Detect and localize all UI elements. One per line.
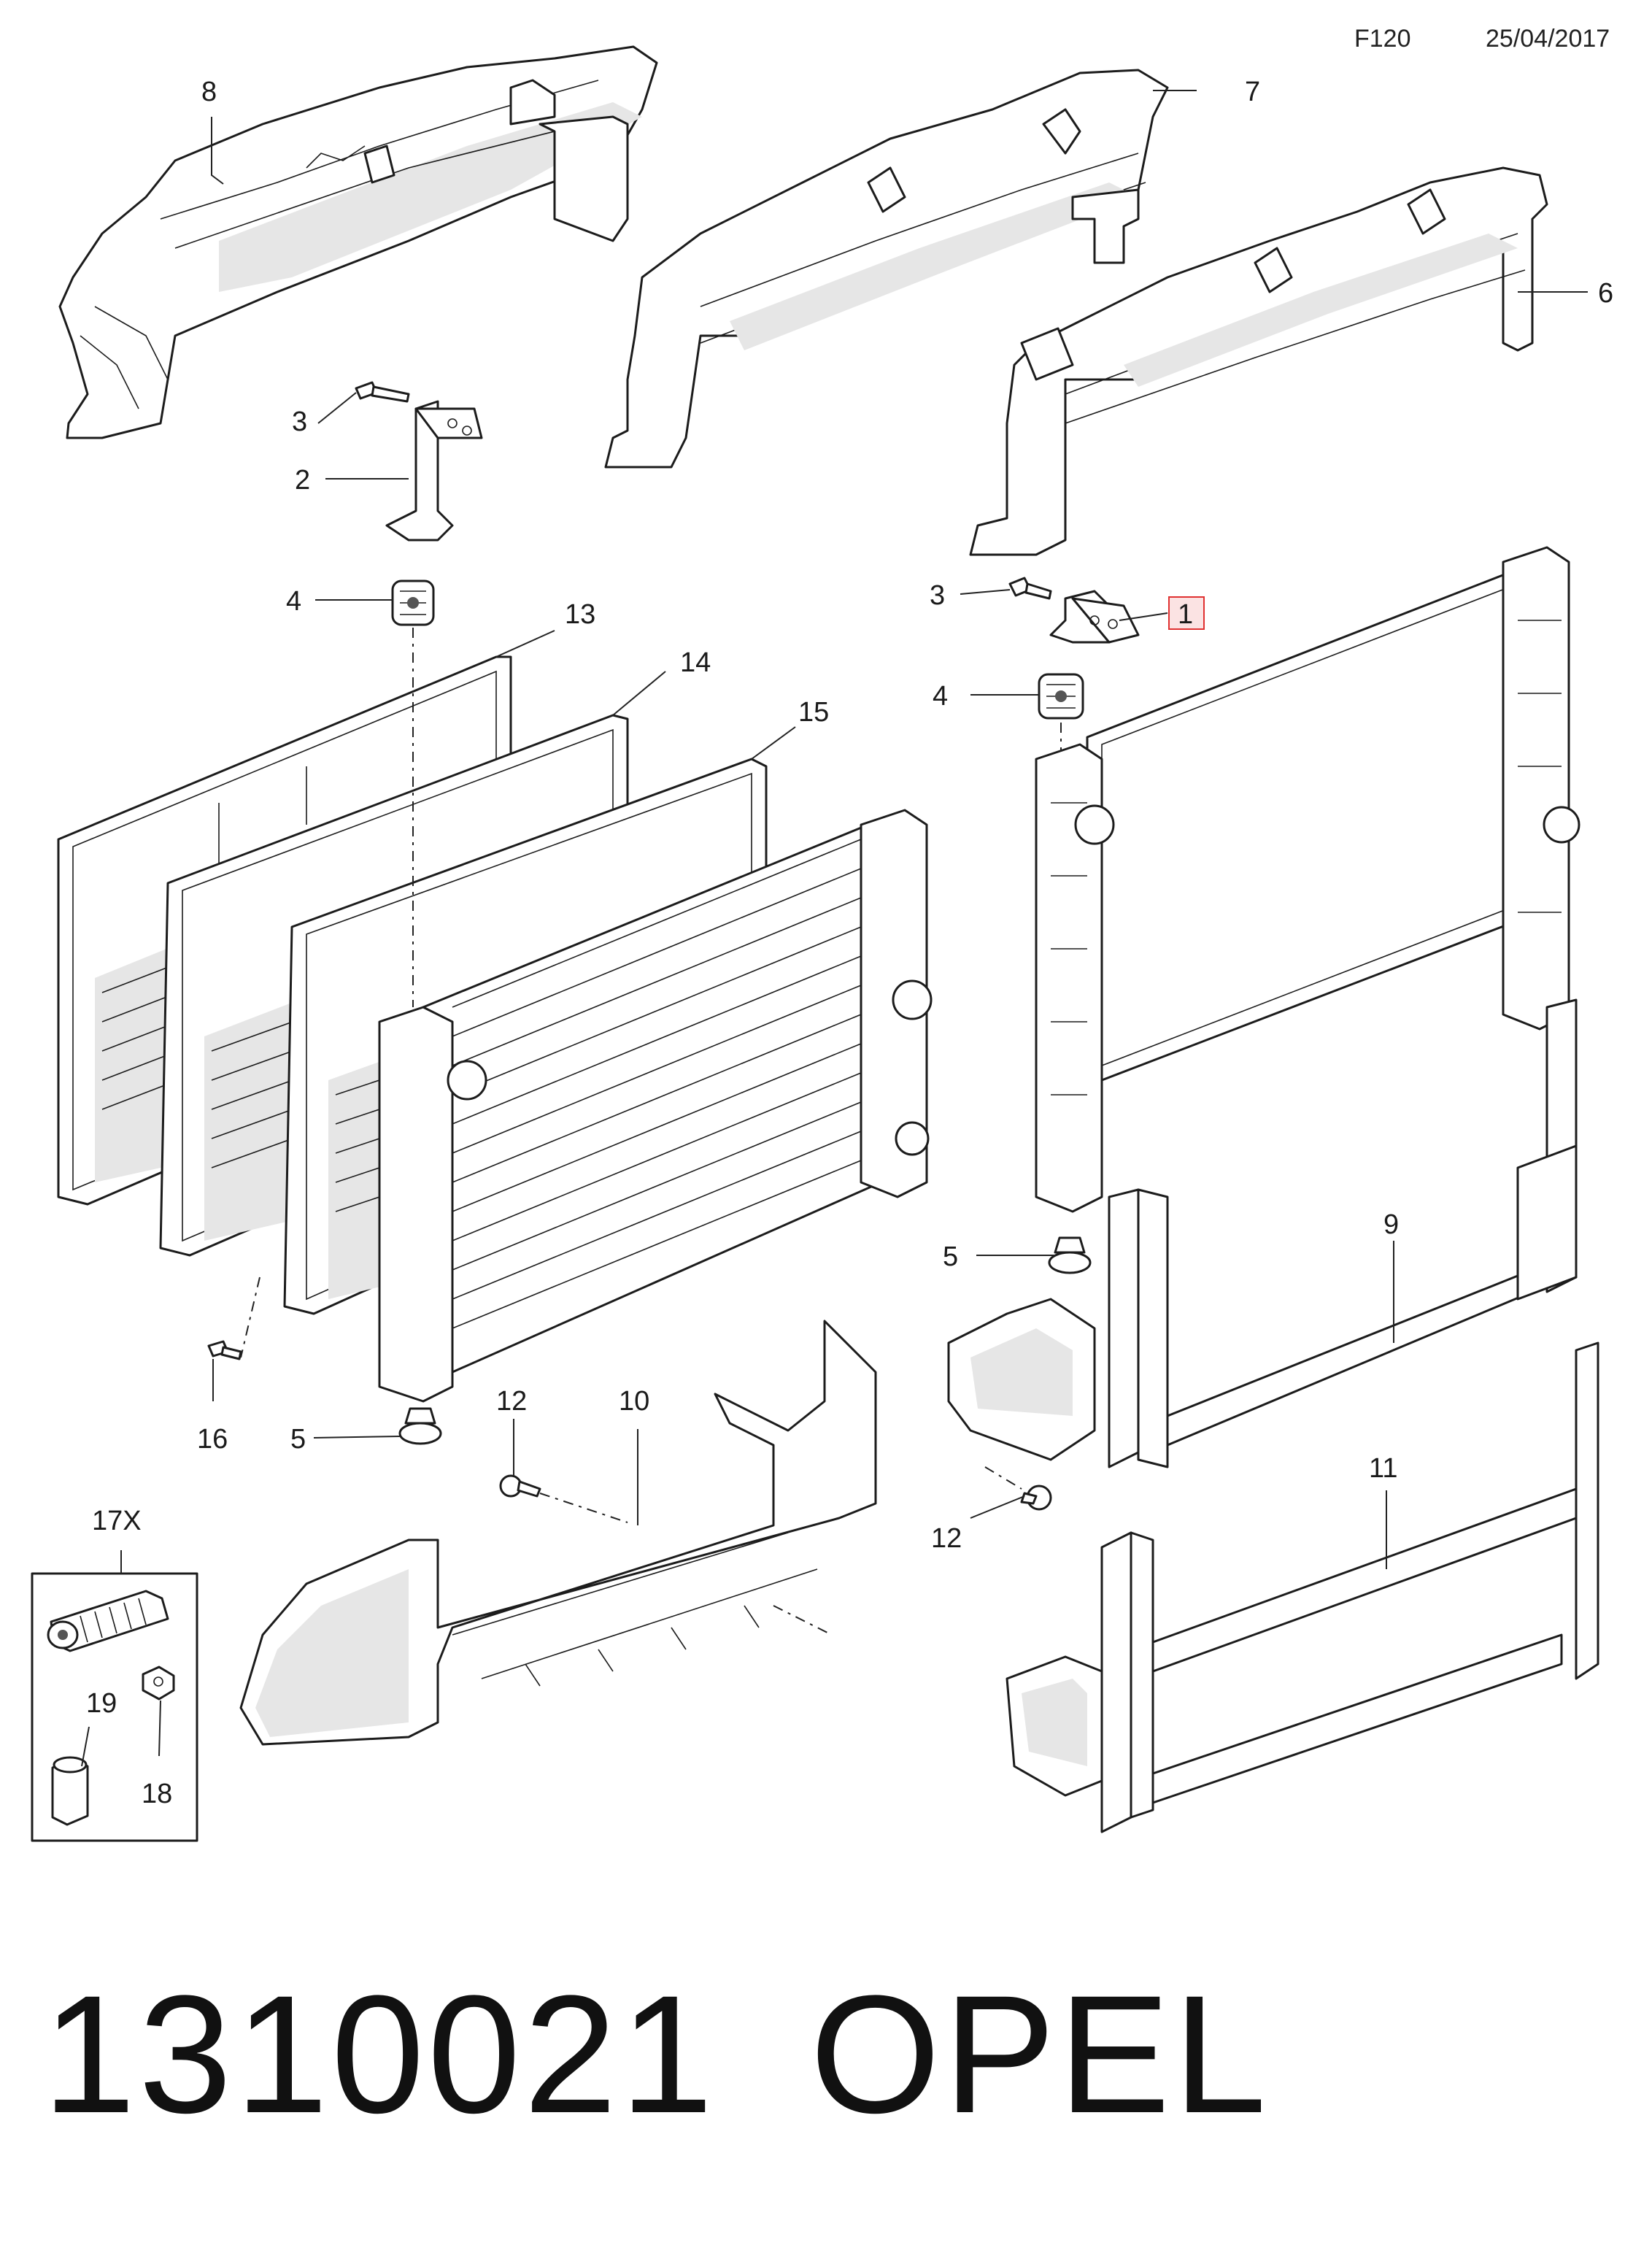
part-17-kit-box (31, 1572, 198, 1842)
part-2-bracket (385, 400, 483, 542)
callout-2: 2 (295, 465, 310, 496)
assembly-dash-lines (240, 628, 1062, 1636)
callout-12-left: 12 (496, 1386, 527, 1417)
part-8-air-deflector (58, 45, 658, 439)
part-5-clip-left (398, 1407, 442, 1445)
callout-9: 9 (1383, 1209, 1399, 1240)
callout-15: 15 (798, 697, 829, 728)
callout-labels: 1 2 3 3 4 4 5 5 6 7 8 9 10 11 12 12 13 1… (86, 77, 1613, 1809)
part-4-mount-left (391, 579, 435, 626)
callout-19: 19 (86, 1688, 117, 1719)
part-12-pin-right (1020, 1485, 1052, 1511)
diagram-code: F120 (1354, 25, 1411, 53)
callout-3-left: 3 (292, 407, 307, 437)
part-1-bracket (1049, 590, 1140, 644)
part-10-air-guide (239, 1320, 877, 1746)
callout-18: 18 (142, 1779, 172, 1809)
leader-lines (81, 90, 1588, 1767)
callout-3-right: 3 (930, 580, 945, 611)
callout-8: 8 (201, 77, 217, 107)
part-7-air-deflector (604, 69, 1169, 469)
callout-16: 16 (197, 1424, 228, 1455)
callout-11: 11 (1369, 1453, 1397, 1484)
brand-name: OPEL (810, 1960, 1270, 2148)
callout-5-left: 5 (290, 1424, 306, 1455)
part-4-mount-right (1038, 673, 1084, 720)
callout-1: 1 (1178, 599, 1193, 630)
part-3-bolt-left (355, 381, 410, 403)
part-5-clip-right (1048, 1236, 1092, 1274)
callout-4-right: 4 (933, 681, 948, 712)
part-3-bolt-right (1008, 577, 1052, 600)
part-6-air-deflector (969, 166, 1548, 556)
diagram-date: 25/04/2017 (1486, 25, 1610, 53)
part-12-pin-left (499, 1474, 541, 1498)
callout-14: 14 (680, 647, 711, 678)
part-number: 1310021 (42, 1960, 717, 2148)
radiator-left (378, 809, 933, 1403)
callout-7: 7 (1245, 77, 1260, 107)
callout-10: 10 (619, 1386, 649, 1417)
callout-12-right: 12 (931, 1523, 962, 1554)
callout-13: 13 (565, 599, 595, 630)
part-16-screw (207, 1340, 242, 1360)
callout-4-left: 4 (286, 586, 301, 617)
radiator-right (1035, 546, 1580, 1213)
part-1-highlight-box (1168, 596, 1205, 630)
callout-6: 6 (1598, 278, 1613, 309)
callout-17x: 17X (92, 1506, 142, 1536)
part-9-frame (947, 998, 1578, 1468)
part-11-frame (1006, 1341, 1599, 1833)
callout-5-right: 5 (943, 1241, 958, 1272)
